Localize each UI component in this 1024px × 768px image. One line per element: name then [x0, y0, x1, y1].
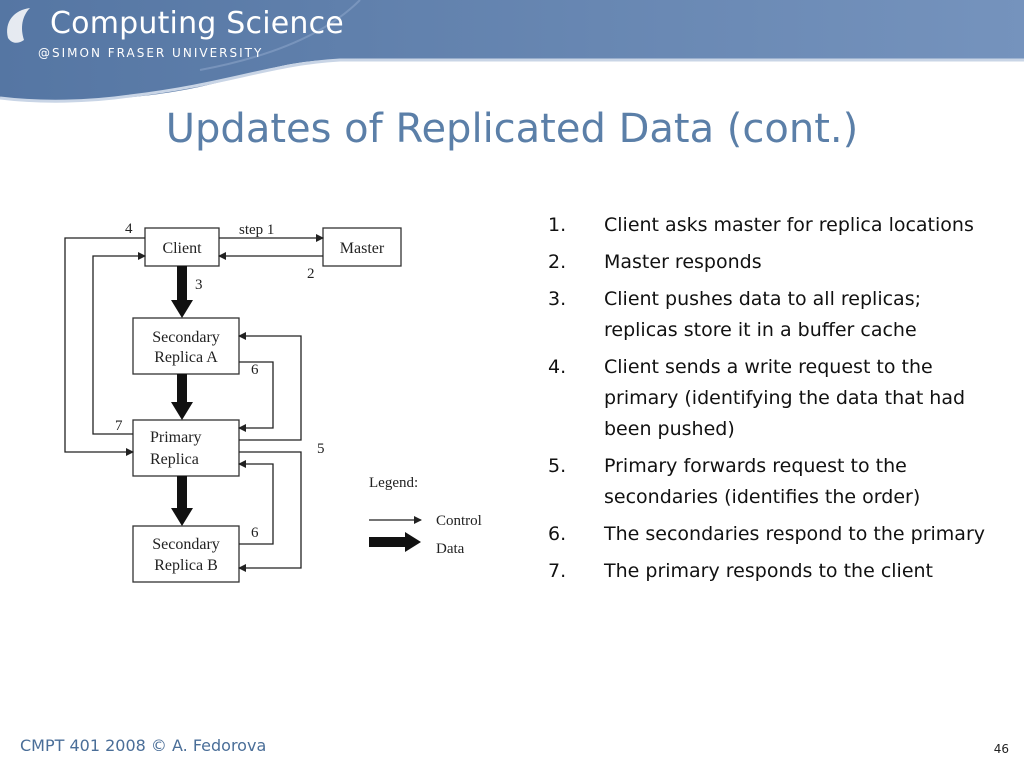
master-box — [322, 227, 402, 267]
step-text: Client asks master for replica locations — [604, 214, 974, 236]
list-item: 4. Client sends a write request to the pr… — [548, 352, 988, 445]
arrow-step6-b — [238, 460, 274, 545]
slide-title: Updates of Replicated Data (cont.) — [165, 106, 859, 152]
data-arrow-secondary-a-to-primary — [171, 374, 193, 420]
replication-diagram: Client Master Secondary Replica A Primar… — [64, 221, 482, 583]
step-number: 7. — [548, 560, 567, 582]
primary-label-2: Replica — [150, 451, 199, 468]
step-number: 2. — [548, 251, 567, 273]
step-number: 3. — [548, 288, 567, 310]
primary-label-1: Primary — [150, 429, 202, 446]
arrow-step5-a — [238, 332, 302, 441]
footer-course: CMPT 401 2008 © A. Fedorova — [20, 736, 267, 755]
list-item: 5. Primary forwards request to the second… — [548, 451, 988, 513]
step-text: The primary responds to the client — [604, 560, 934, 582]
client-box — [144, 227, 220, 267]
label-7: 7 — [115, 418, 123, 434]
step-number: 4. — [548, 356, 567, 378]
secondary-b-box — [132, 525, 240, 583]
label-5: 5 — [317, 441, 325, 457]
list-item: 2. Master responds — [548, 247, 988, 278]
arrow-step4 — [64, 237, 145, 456]
list-item: 1. Client asks master for replica locatio… — [548, 210, 988, 241]
sfu-logo-icon — [7, 8, 30, 43]
label-3: 3 — [195, 277, 203, 293]
secondary-a-box — [132, 317, 240, 375]
steps-list: 1. Client asks master for replica locatio… — [548, 210, 988, 593]
header-banner — [0, 0, 1024, 103]
brand-title: Computing Science — [50, 6, 344, 41]
data-arrow-primary-to-secondary-b — [171, 476, 193, 526]
step-text: Client pushes data to all replicas; repl… — [604, 288, 921, 341]
client-label: Client — [162, 240, 202, 257]
step-number: 6. — [548, 523, 567, 545]
step-text: Primary forwards request to the secondar… — [604, 455, 921, 508]
step-text: The secondaries respond to the primary — [604, 523, 986, 545]
list-item: 3. Client pushes data to all replicas; re… — [548, 284, 988, 346]
label-6-a: 6 — [251, 362, 259, 378]
legend-title: Legend: — [369, 475, 418, 491]
label-6-b: 6 — [251, 525, 259, 541]
step-text: Master responds — [604, 251, 762, 273]
arrow-step5-b — [238, 451, 302, 572]
list-item: 6. The secondaries respond to the primary — [548, 519, 988, 550]
legend-data-label: Data — [436, 541, 465, 557]
secondary-b-label-1: Secondary — [152, 536, 220, 553]
arrow-step7 — [92, 252, 146, 435]
master-label: Master — [340, 240, 385, 257]
label-4: 4 — [125, 221, 133, 237]
data-arrow-client-to-secondary-a — [171, 266, 193, 318]
secondary-a-label-1: Secondary — [152, 329, 220, 346]
arrow-step6-a — [238, 361, 274, 432]
step-text: Client sends a write request to the prim… — [604, 356, 966, 440]
secondary-a-label-2: Replica A — [154, 349, 218, 366]
label-step1: step 1 — [239, 222, 274, 238]
legend-data-arrow — [369, 532, 421, 552]
brand-subtitle: @SIMON FRASER UNIVERSITY — [38, 46, 264, 60]
secondary-b-label-2: Replica B — [154, 557, 218, 574]
step-number: 5. — [548, 455, 567, 477]
list-item: 7. The primary responds to the client — [548, 556, 988, 587]
label-2: 2 — [307, 266, 315, 282]
page-number: 46 — [993, 742, 1009, 756]
step-number: 1. — [548, 214, 567, 236]
legend-control-label: Control — [436, 513, 482, 529]
